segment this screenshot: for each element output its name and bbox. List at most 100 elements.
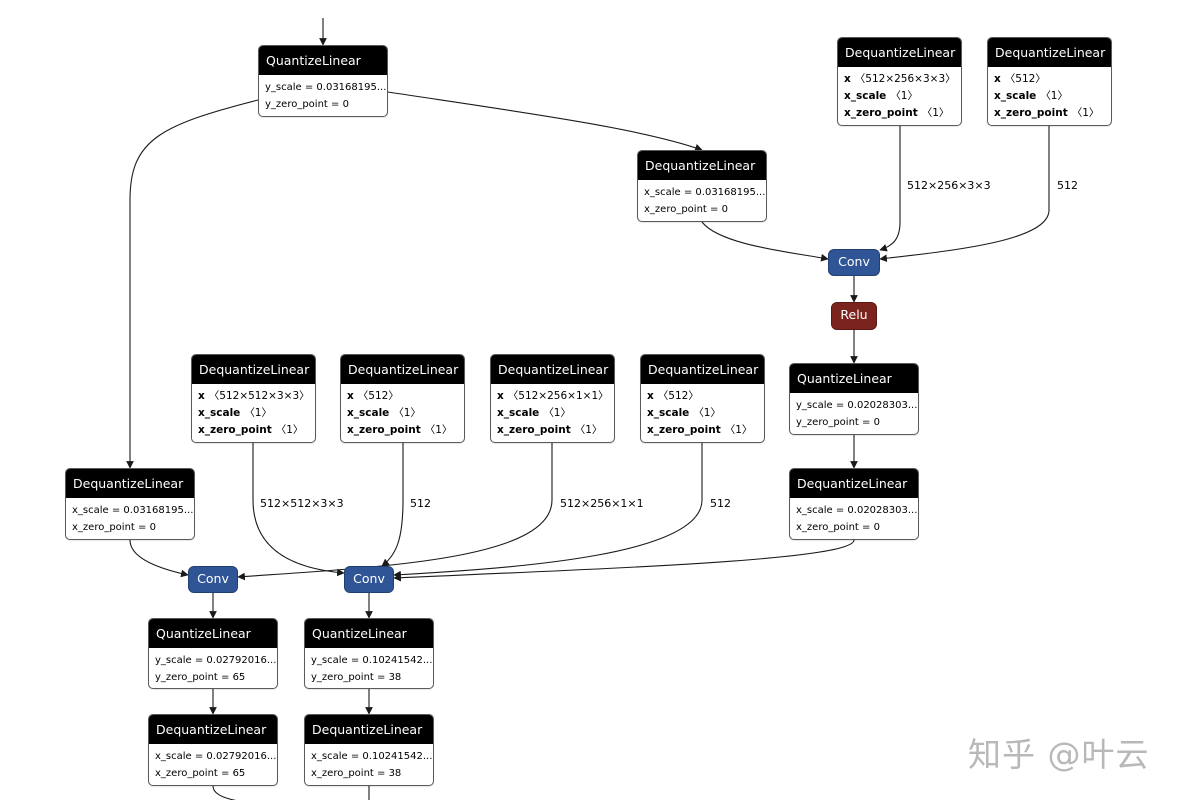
attr-x-zero-point: x_zero_point = 0 bbox=[72, 522, 156, 533]
attr-name: x_zero_point bbox=[844, 107, 918, 119]
node-title: DequantizeLinear bbox=[192, 355, 315, 384]
edge-label-bias-3: 512 bbox=[710, 497, 731, 510]
attr-name: x bbox=[844, 73, 851, 85]
edge-dq3-out bbox=[212, 785, 237, 800]
attr-y-scale: y_scale = 0.02028303... bbox=[796, 400, 918, 411]
attr-name: x_scale bbox=[347, 407, 390, 419]
attr-shape: 〈1〉 bbox=[424, 424, 453, 436]
edge-label-weight-2: 512×512×3×3 bbox=[260, 497, 344, 510]
attr-x-zero-point: x_zero_point = 65 bbox=[155, 768, 246, 779]
node-dequantizelinear-input-left[interactable]: DequantizeLinear x_scale = 0.03168195...… bbox=[65, 468, 195, 540]
attr-name: x_scale bbox=[994, 90, 1037, 102]
node-title: DequantizeLinear bbox=[491, 355, 614, 384]
attr-shape: 〈1〉 bbox=[921, 107, 950, 119]
node-dequantizelinear-bias-1[interactable]: DequantizeLinear x〈512〉 x_scale〈1〉 x_zer… bbox=[987, 37, 1112, 126]
attr-shape: 〈1〉 bbox=[724, 424, 753, 436]
attr-x-zero-point: x_zero_point = 38 bbox=[311, 768, 402, 779]
node-dequantizelinear-bias-2[interactable]: DequantizeLinear x〈512〉 x_scale〈1〉 x_zer… bbox=[340, 354, 465, 443]
node-quantizelinear-out-right[interactable]: QuantizeLinear y_scale = 0.10241542... y… bbox=[304, 618, 434, 689]
attr-name: x bbox=[497, 390, 504, 402]
attr-shape: 〈1〉 bbox=[393, 407, 421, 419]
attr-y-scale: y_scale = 0.03168195... bbox=[265, 82, 387, 93]
attr-name: x_zero_point bbox=[347, 424, 421, 436]
node-dequantizelinear-out-right[interactable]: DequantizeLinear x_scale = 0.10241542...… bbox=[304, 714, 434, 786]
attr-shape: 〈1〉 bbox=[543, 407, 571, 419]
node-title: DequantizeLinear bbox=[838, 38, 961, 67]
attr-x-scale: x_scale = 0.02792016... bbox=[155, 751, 277, 762]
node-dequantizelinear-input-right[interactable]: DequantizeLinear x_scale = 0.03168195...… bbox=[637, 150, 767, 222]
attr-shape: 〈512×256×1×1〉 bbox=[507, 390, 609, 402]
attr-name: x bbox=[647, 390, 654, 402]
attr-name: x bbox=[347, 390, 354, 402]
edge-w2-conv-mid bbox=[252, 443, 345, 577]
edge-q1-dq-right bbox=[387, 91, 703, 152]
edge-label-weight-1: 512×256×3×3 bbox=[907, 179, 991, 192]
attr-x-scale: x_scale = 0.03168195... bbox=[72, 505, 194, 516]
attr-shape: 〈1〉 bbox=[693, 407, 721, 419]
attr-shape: 〈1〉 bbox=[275, 424, 304, 436]
node-dequantizelinear-bias-3[interactable]: DequantizeLinear x〈512〉 x_scale〈1〉 x_zer… bbox=[640, 354, 765, 443]
node-title: QuantizeLinear bbox=[259, 46, 387, 75]
node-title: DequantizeLinear bbox=[341, 355, 464, 384]
attr-name: x_zero_point bbox=[647, 424, 721, 436]
op-conv-mid[interactable]: Conv bbox=[344, 566, 394, 593]
op-relu[interactable]: Relu bbox=[831, 302, 877, 330]
attr-y-zero-point: y_zero_point = 0 bbox=[265, 99, 349, 110]
node-title: DequantizeLinear bbox=[66, 469, 194, 498]
node-title: QuantizeLinear bbox=[790, 364, 918, 393]
edge-label-weight-3: 512×256×1×1 bbox=[560, 497, 644, 510]
attr-x-zero-point: x_zero_point = 0 bbox=[796, 522, 880, 533]
attr-shape: 〈512〉 bbox=[357, 390, 399, 402]
edge-b3-conv-mid bbox=[393, 443, 703, 579]
attr-name: x_zero_point bbox=[198, 424, 272, 436]
attr-y-zero-point: y_zero_point = 0 bbox=[796, 417, 880, 428]
attr-shape: 〈512×512×3×3〉 bbox=[208, 390, 310, 402]
node-title: DequantizeLinear bbox=[988, 38, 1111, 67]
attr-name: x_scale bbox=[844, 90, 887, 102]
attr-y-scale: y_scale = 0.02792016... bbox=[155, 655, 277, 666]
node-dequantizelinear-weight-3[interactable]: DequantizeLinear x〈512×256×1×1〉 x_scale〈… bbox=[490, 354, 615, 443]
op-conv-top[interactable]: Conv bbox=[828, 249, 880, 276]
edge-b2-conv-mid bbox=[381, 443, 404, 567]
attr-name: x_zero_point bbox=[497, 424, 571, 436]
node-dequantizelinear-weight-1[interactable]: DequantizeLinear x〈512×256×3×3〉 x_scale〈… bbox=[837, 37, 962, 126]
attr-name: x_scale bbox=[497, 407, 540, 419]
attr-y-zero-point: y_zero_point = 38 bbox=[311, 672, 402, 683]
node-dequantizelinear-weight-2[interactable]: DequantizeLinear x〈512×512×3×3〉 x_scale〈… bbox=[191, 354, 316, 443]
attr-name: x_scale bbox=[198, 407, 241, 419]
edge-b1-conv-top bbox=[879, 125, 1050, 263]
node-quantizelinear-input[interactable]: QuantizeLinear y_scale = 0.03168195... y… bbox=[258, 45, 388, 117]
attr-name: x bbox=[994, 73, 1001, 85]
node-dequantizelinear-relu[interactable]: DequantizeLinear x_scale = 0.02028303...… bbox=[789, 468, 919, 540]
attr-x-scale: x_scale = 0.03168195... bbox=[644, 187, 766, 198]
op-conv-left[interactable]: Conv bbox=[188, 566, 238, 593]
attr-y-zero-point: y_zero_point = 65 bbox=[155, 672, 246, 683]
attr-shape: 〈1〉 bbox=[890, 90, 918, 102]
edge-q1-dq-left bbox=[126, 99, 259, 469]
node-title: DequantizeLinear bbox=[790, 469, 918, 498]
attr-shape: 〈512〉 bbox=[657, 390, 699, 402]
node-dequantizelinear-out-left[interactable]: DequantizeLinear x_scale = 0.02792016...… bbox=[148, 714, 278, 786]
node-title: QuantizeLinear bbox=[149, 619, 277, 648]
node-quantizelinear-relu[interactable]: QuantizeLinear y_scale = 0.02028303... y… bbox=[789, 363, 919, 435]
node-title: DequantizeLinear bbox=[305, 715, 433, 744]
attr-shape: 〈1〉 bbox=[1040, 90, 1068, 102]
attr-shape: 〈1〉 bbox=[574, 424, 603, 436]
edge-label-bias-2: 512 bbox=[410, 497, 431, 510]
edge-w3-conv-left bbox=[237, 443, 553, 581]
edge-label-bias-1: 512 bbox=[1057, 179, 1078, 192]
attr-shape: 〈1〉 bbox=[244, 407, 272, 419]
node-quantizelinear-out-left[interactable]: QuantizeLinear y_scale = 0.02792016... y… bbox=[148, 618, 278, 689]
edge-dq-q2-conv-mid bbox=[393, 539, 855, 582]
attr-name: x bbox=[198, 390, 205, 402]
edge-dq-left-conv-left bbox=[129, 539, 189, 578]
edge-w1-conv-top bbox=[879, 125, 901, 252]
attr-name: x_scale bbox=[647, 407, 690, 419]
attr-name: x_zero_point bbox=[994, 107, 1068, 119]
attr-x-scale: x_scale = 0.02028303... bbox=[796, 505, 918, 516]
attr-shape: 〈512〉 bbox=[1004, 73, 1046, 85]
watermark: 知乎 @叶云 bbox=[968, 735, 1150, 774]
node-title: DequantizeLinear bbox=[149, 715, 277, 744]
node-title: DequantizeLinear bbox=[641, 355, 764, 384]
